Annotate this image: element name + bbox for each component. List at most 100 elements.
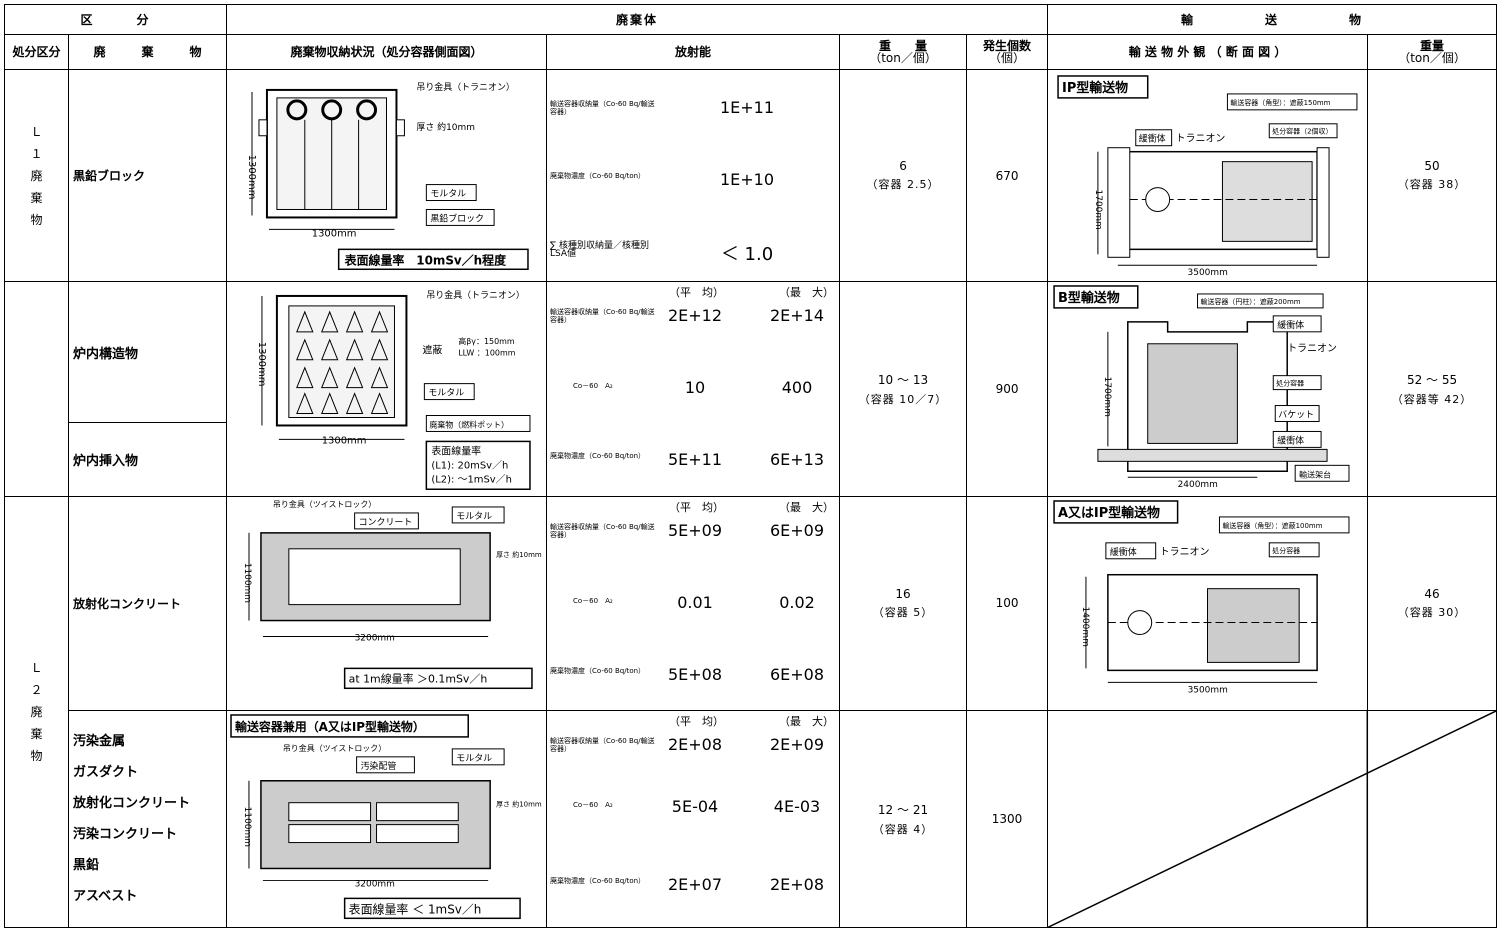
fig-dose-label: 表面線量率 10mSv／h程度 [344,252,506,267]
cap-max: 2E+14 [769,306,825,326]
col-gaikan: 輸 送 物 外 観 （ 断 面 図 ） [1047,34,1369,71]
a2-label: Co－60 A₂ [573,800,613,809]
reactor-container-diagram: 1300mm 1300mm 吊り金具（トラニオン） 遮蔽 高βγ：150mm L… [256,289,531,491]
waste-name: 黒鉛ブロック [67,69,228,283]
tfig-trunnion: トラニオン [1176,133,1226,145]
count-cell: 1300 [966,709,1049,929]
cap-avg: 2E+12 [667,306,723,326]
col-shobun: 処分区分 [4,34,69,71]
diagonal-slash [1048,711,1496,927]
conc-max: 6E+13 [769,450,825,470]
fig-mortar-label: モルタル [456,510,492,521]
fig-dose-label: 表面線量率 ＜ 1mSv／h [349,901,482,916]
avg-header: （平 均） [669,286,725,300]
fig-dose2: (L1): 20mSv／h [431,460,508,472]
a2-label: Co－60 A₂ [573,382,613,391]
tfig-frame: 輸送架台 [1299,470,1331,480]
tfig-buffer: 緩衝体 [1277,319,1304,331]
a2-max: 4E-03 [773,796,821,816]
cap-max: 2E+09 [769,734,825,754]
header-yusou: 輸 送 物 [1047,3,1498,36]
cap-label: 輸送容器収納量（Co-60 Bq/輸送容器） [550,308,655,325]
waste-name-b: 炉内挿入物 [73,453,139,469]
tfig-w: 3500mm [1188,268,1228,278]
cap-label: 輸送容器収納量（Co-60 Bq/輸送容器） [550,100,655,117]
transport-figure-b: B型輸送物 輸送容器（円柱）：遮蔽200mm 1700mm 2400mm 緩衝体… [1047,281,1369,497]
graphite-container-diagram: 1300mm 1300mm 吊り金具（トラニオン） 厚さ 約10mm モルタル … [246,81,529,271]
conc-value: 1E+10 [719,170,775,190]
tfig-basket: バケット [1278,410,1314,421]
waste-name: 放射化コンクリート [67,495,228,711]
fig-concrete-label: コンクリート [359,516,413,527]
waste-table: 区 分 廃棄体 輸 送 物 処分区分 廃 棄 物 廃棄物収納状況（処分容器側面図… [3,3,1498,929]
fig-shield-label: 遮蔽 [422,344,442,357]
waste-list-item: アスベスト [73,888,138,904]
col-hassei: 発生個数（個） [966,34,1049,71]
fig-thick-label: 厚さ 約10mm [496,799,542,808]
fig-dose3: (L2): ～1mSv／h [431,474,512,486]
fig-height-label: 1300mm [246,155,257,200]
col-haikibutsu: 廃 棄 物 [67,34,228,71]
cap-max: 6E+09 [769,520,825,540]
weight-cell: 12 ～ 21（容器 4） [839,709,968,929]
a2-max: 400 [781,378,813,398]
figure-reactor: 1300mm 1300mm 吊り金具（トラニオン） 遮蔽 高βγ：150mm L… [226,281,548,497]
fig-thick-label: 厚さ 約10mm [416,121,475,133]
waste-list: 汚染金属ガスダクト放射化コンクリート汚染コンクリート黒鉛アスベスト [67,709,228,929]
sum-label: ∑ 核種別収納量／核種別LSA値 [550,241,649,260]
fig-hook-label: 吊り金具（ツイストロック） [283,743,386,753]
a2-avg: 10 [684,378,706,398]
fig-hook-label: 吊り金具（トラニオン） [416,81,514,93]
fig-width-label: 1300mm [312,228,357,239]
figure-concrete: 1100mm 3200mm 吊り金具（ツイストロック） コンクリート モルタル … [226,495,548,711]
cap-label: 輸送容器収納量（Co-60 Bq/輸送容器） [550,736,655,753]
weight-cell: 6（容器 2.5） [839,69,968,283]
ip-transport-diagram: IP型輸送物 輸送容器（角型）：遮蔽150mm 緩衝体 トラニオン 処分容器（2… [1057,75,1358,278]
avg-header: （平 均） [669,714,725,728]
fig-mortar-label: モルタル [430,189,466,200]
tfig-w: 3500mm [1188,685,1228,695]
col-yjuuryou: 重量（ton／個） [1367,34,1498,71]
cap-label: 輸送容器収納量（Co-60 Bq/輸送容器） [550,522,655,539]
tfig-trunnion: トラニオン [1160,545,1210,557]
tfig-h: 1700mm [1093,190,1103,230]
conc-label: 廃棄物濃度（Co-60 Bq/ton） [550,172,646,181]
fig-mortar-label: モルタル [428,388,464,399]
tfig-buffer: 緩衝体 [1139,133,1166,145]
fig-hook-label: 吊り金具（ツイストロック） [273,498,376,508]
col-housha: 放射能 [546,34,841,71]
tfig-h: 1700mm [1102,377,1112,417]
conc-label: 廃棄物濃度（Co-60 Bq/ton） [550,666,646,675]
avg-header: （平 均） [669,500,725,514]
fig-pipe-label: 汚染配管 [361,760,397,772]
fig-dose-label: at 1m線量率 ＞0.1mSv／h [349,671,488,685]
fig-width-label: 3200mm [355,879,395,889]
fig-hook-label: 吊り金具（トラニオン） [426,289,524,301]
transport-weight-cell: 50（容器 38） [1367,69,1498,283]
a-transport-diagram: A又はIP型輸送物 輸送容器（角型）：遮蔽100mm 緩衝体 トラニオン 処分容… [1053,499,1350,695]
conc-avg: 5E+08 [667,664,723,684]
tfig-container: 輸送容器（角型）：遮蔽150mm [1230,98,1330,107]
waste-name-a: 炉内構造物 [69,283,226,424]
a2-avg: 5E-04 [671,796,719,816]
transport-weight-cell: 46（容器 30） [1367,495,1498,711]
a2-avg: 0.01 [677,592,713,612]
conc-avg: 2E+07 [667,874,723,894]
max-header: （最 大） [779,286,835,300]
table-row: 汚染金属ガスダクト放射化コンクリート汚染コンクリート黒鉛アスベスト 輸送容器兼用… [5,709,1498,929]
transport-weight-cell: 52 ～ 55（容器等 42） [1367,281,1498,497]
tfig-disposal: 処分容器 [1276,379,1304,388]
tfig-title: IP型輸送物 [1062,80,1128,96]
tfig-buffer: 緩衝体 [1110,545,1137,557]
tfig-trunnion: トラニオン [1287,343,1337,355]
max-header: （最 大） [779,500,835,514]
waste-list-item: 放射化コンクリート [73,795,191,811]
header-kubun: 区 分 [3,3,228,36]
max-header: （最 大） [779,714,835,728]
tfig-container: 輸送容器（角型）：遮蔽100mm [1222,520,1322,529]
